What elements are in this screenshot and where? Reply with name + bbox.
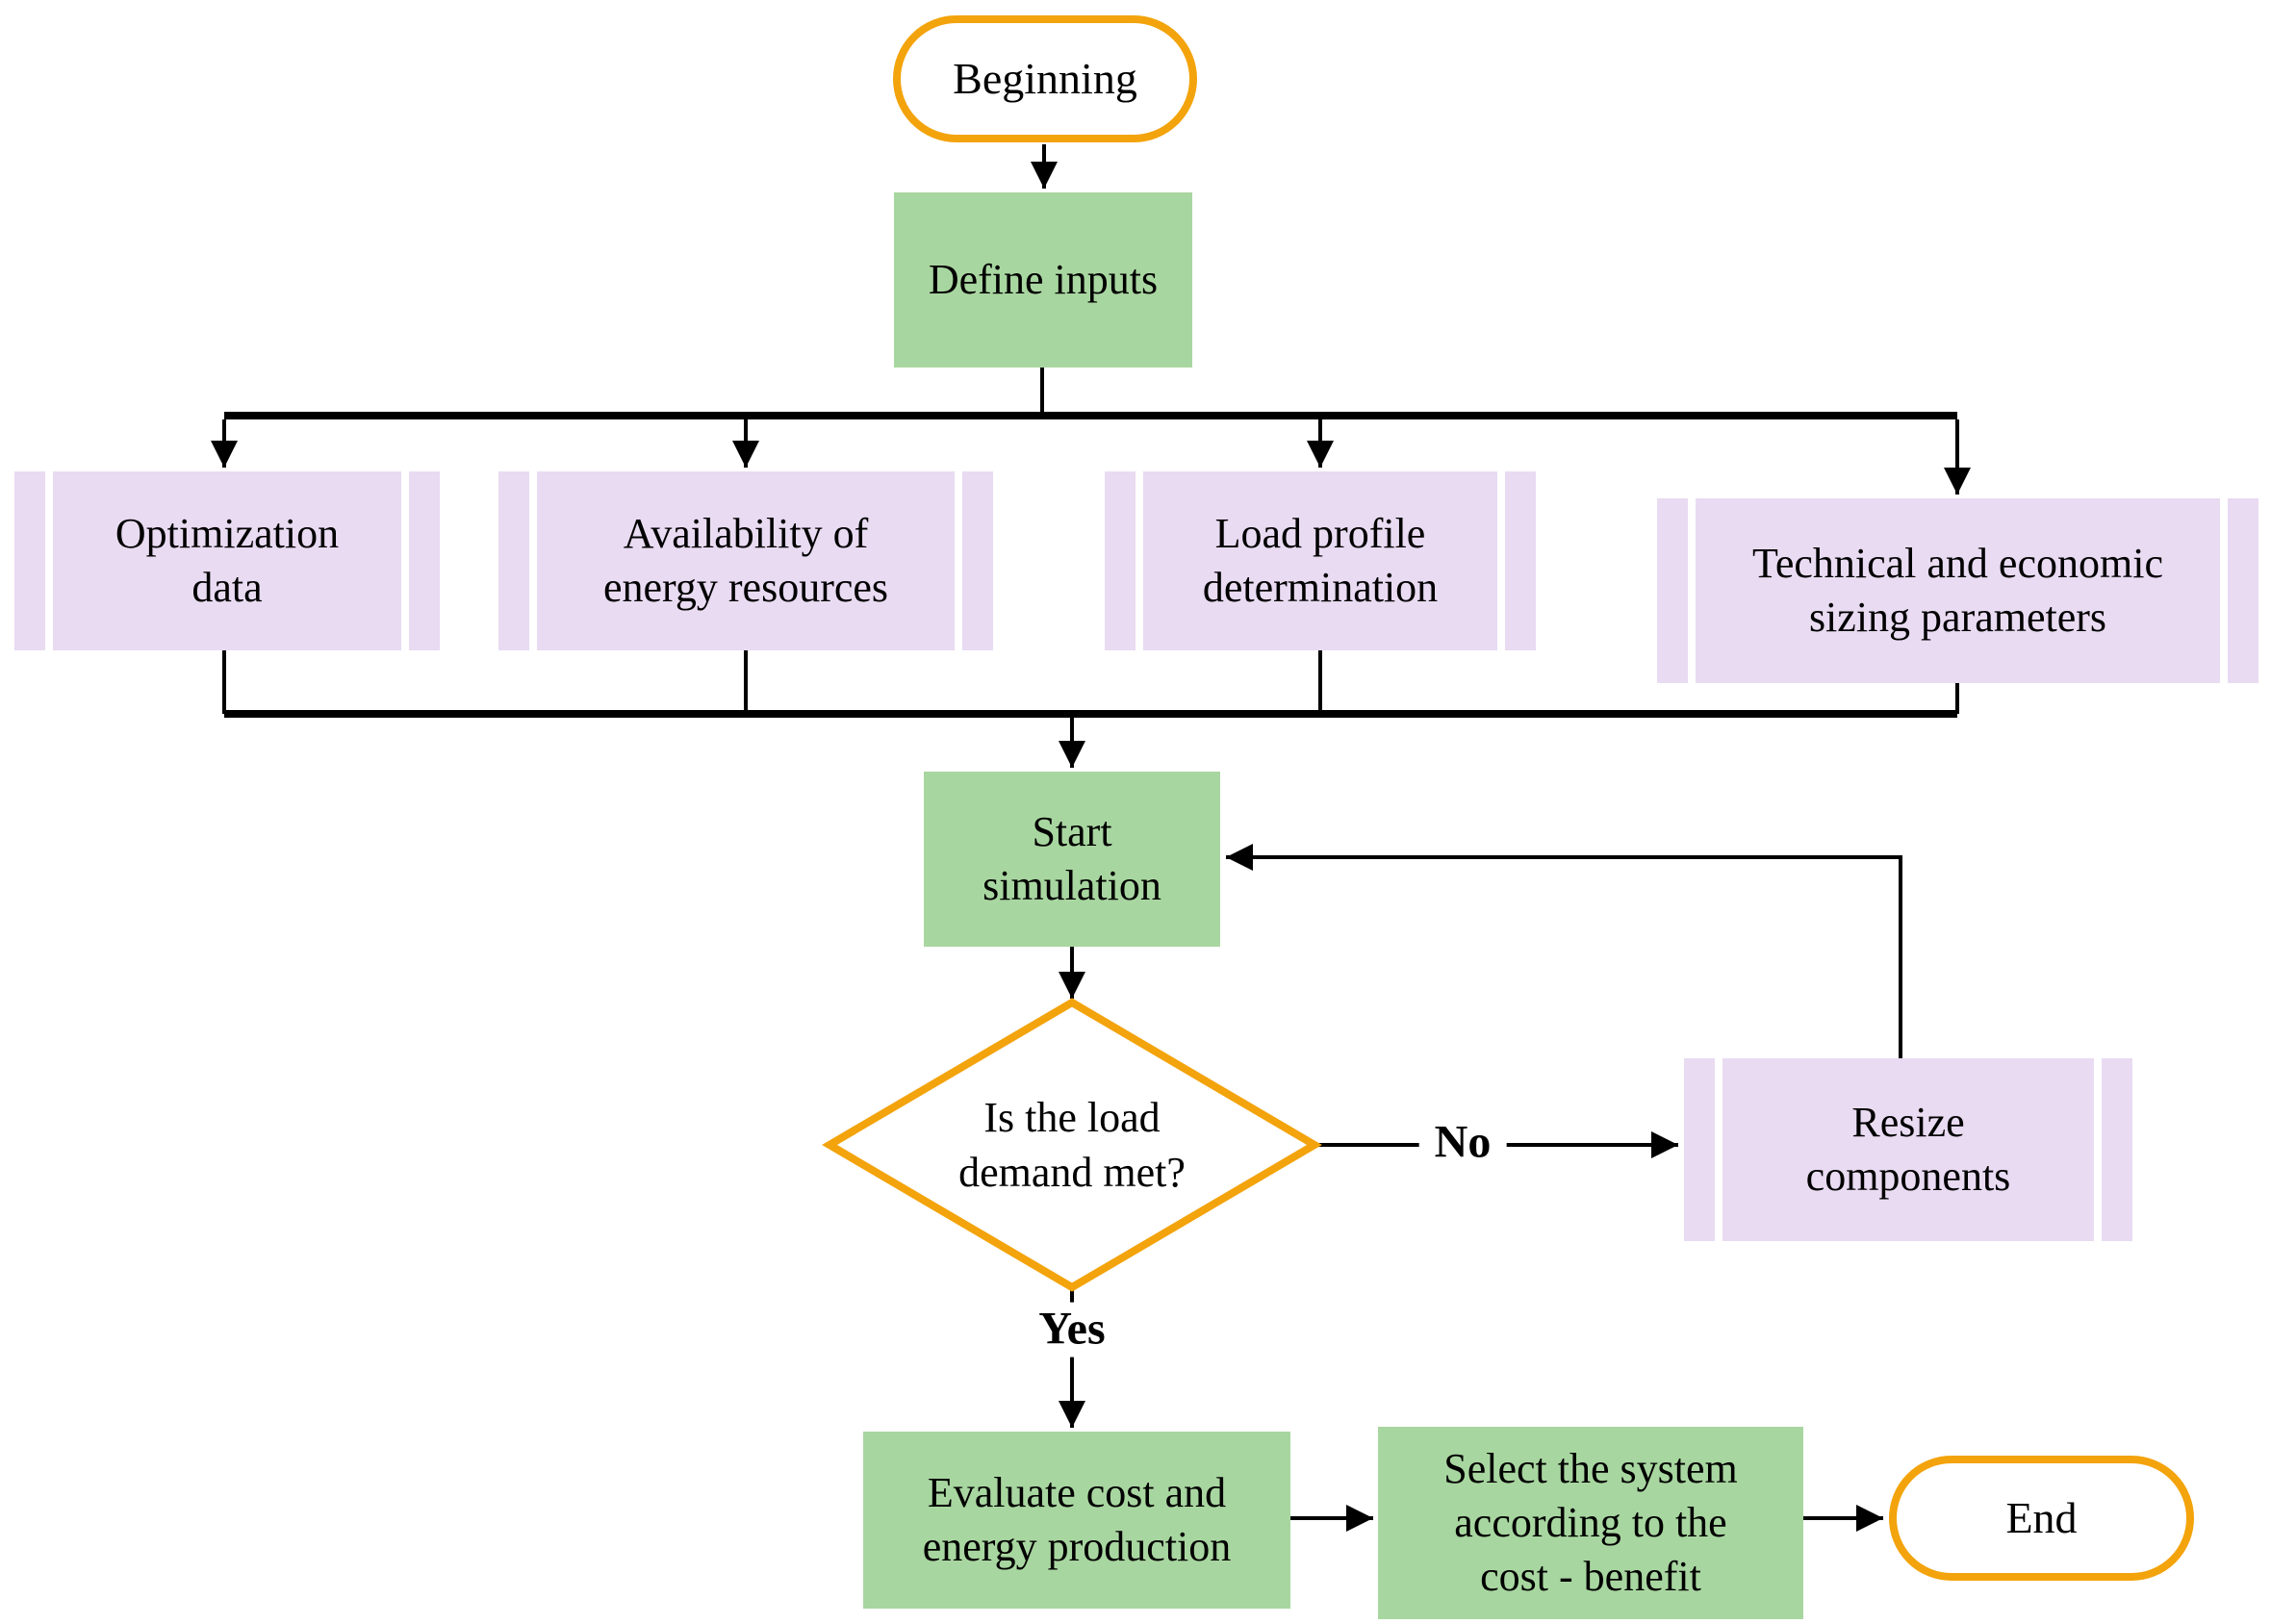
data-shape-left-strip [1657, 498, 1688, 683]
data-shape-right-strip [409, 471, 440, 650]
decision-diamond [822, 998, 1322, 1292]
node-optimization-data: Optimization data [14, 471, 440, 650]
node-load-profile-label: Load profile determination [1202, 510, 1439, 611]
node-availability-label: Availability of energy resources [602, 510, 889, 611]
node-select-system-label: Select the system according to the cost … [1443, 1445, 1738, 1600]
node-resize-components: Resize components [1684, 1058, 2132, 1241]
data-shape-left-strip [1105, 471, 1136, 650]
edge-resize-loop-start [1226, 844, 1902, 1058]
node-end: End [1889, 1456, 2194, 1581]
node-evaluate-label: Evaluate cost and energy production [922, 1469, 1232, 1570]
node-technical: Technical and economic sizing parameters [1657, 498, 2258, 683]
node-start-simulation: Start simulation [924, 772, 1220, 947]
node-start-simulation-label: Start simulation [982, 808, 1161, 909]
data-shape-left-strip [14, 471, 45, 650]
node-beginning-label: Beginning [953, 53, 1137, 103]
node-optimization-data-label: Optimization data [115, 510, 340, 611]
edge-label-yes: Yes [1023, 1302, 1121, 1358]
node-select-system: Select the system according to the cost … [1378, 1427, 1803, 1619]
data-shape-left-strip [498, 471, 529, 650]
node-define-inputs-label: Define inputs [928, 256, 1159, 304]
node-define-inputs: Define inputs [894, 192, 1192, 368]
node-load-demand-decision-label: Is the load demand met? [958, 1093, 1186, 1196]
node-load-profile: Load profile determination [1105, 471, 1536, 650]
node-availability: Availability of energy resources [498, 471, 993, 650]
edge-label-no: No [1418, 1115, 1507, 1171]
data-shape-right-strip [2228, 498, 2258, 683]
data-shape-right-strip [962, 471, 993, 650]
node-evaluate: Evaluate cost and energy production [863, 1432, 1290, 1609]
node-technical-label: Technical and economic sizing parameters [1752, 540, 2163, 641]
node-beginning: Beginning [893, 15, 1197, 142]
node-end-label: End [2005, 1492, 2078, 1542]
node-load-demand-decision: Is the load demand met? [880, 1049, 1264, 1241]
node-resize-components-label: Resize components [1805, 1099, 2011, 1200]
data-shape-left-strip [1684, 1058, 1715, 1241]
data-shape-right-strip [2102, 1058, 2132, 1241]
data-shape-right-strip [1505, 471, 1536, 650]
